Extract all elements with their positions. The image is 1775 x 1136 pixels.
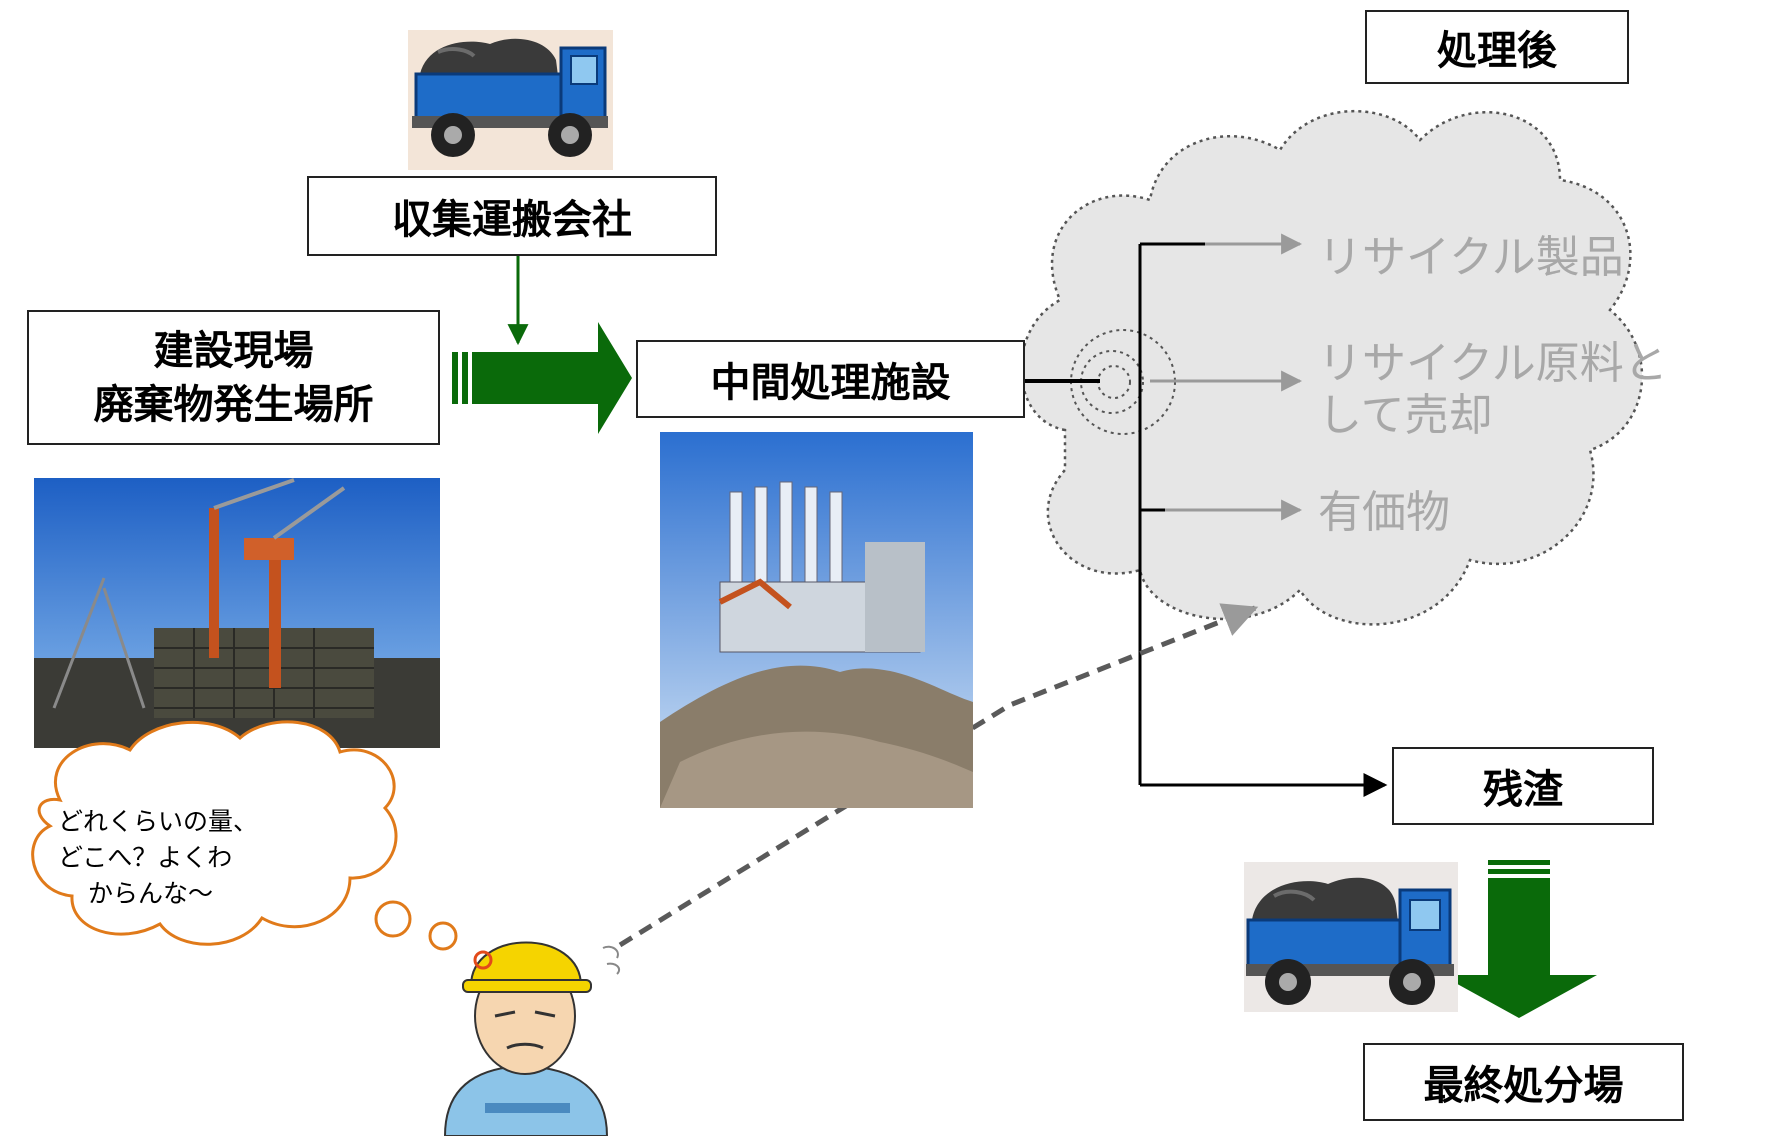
collector-label: 収集運搬会社 [392,197,632,243]
residue-label: 残渣 [1483,767,1563,813]
facility-output-lines [1025,242,1388,797]
processing-plant-photo [660,432,973,808]
cloud-items: リサイクル製品 リサイクル原料と して売却 有価物 [1318,232,1668,538]
raw-material-label-line1: リサイクル原料と [1318,338,1668,389]
thought-bubble: どれくらいの量、 どこへ？よくわ からんな〜 [31,720,458,951]
after-processing-box: 処理後 [1365,10,1629,84]
final-disposal-down-arrow [1441,860,1597,1018]
residue-box: 残渣 [1392,747,1654,825]
facility-label: 中間処理施設 [710,360,951,406]
valuables-label: 有価物 [1318,487,1450,538]
worker-to-cloud-dashed-arrow [618,603,1259,948]
thought-line-2: どこへ？よくわ [58,843,232,872]
after-label: 処理後 [1437,28,1557,74]
final-label: 最終処分場 [1423,1063,1624,1109]
construction-site-photo [34,478,440,748]
final-disposal-box: 最終処分場 [1363,1043,1684,1121]
raw-material-label-line2: して売却 [1318,390,1493,441]
dump-truck-icon [1244,862,1458,1012]
collector-box: 収集運搬会社 [307,176,717,256]
site-label-line2: 廃棄物発生場所 [93,381,374,428]
construction-site-box: 建設現場 廃棄物発生場所 [27,310,440,445]
dump-truck-icon [408,30,613,170]
after-processing-cloud [1019,110,1644,626]
site-label-line1: 建設現場 [153,327,314,374]
cloud-arrows [1150,233,1303,521]
thought-line-1: どれくらいの量、 [58,807,258,836]
worker-illustration [443,941,621,1136]
thought-line-3: からんな〜 [88,879,213,908]
intermediate-facility-box: 中間処理施設 [636,340,1025,418]
main-flow-arrow [452,322,632,434]
recycled-products-label: リサイクル製品 [1318,232,1624,283]
